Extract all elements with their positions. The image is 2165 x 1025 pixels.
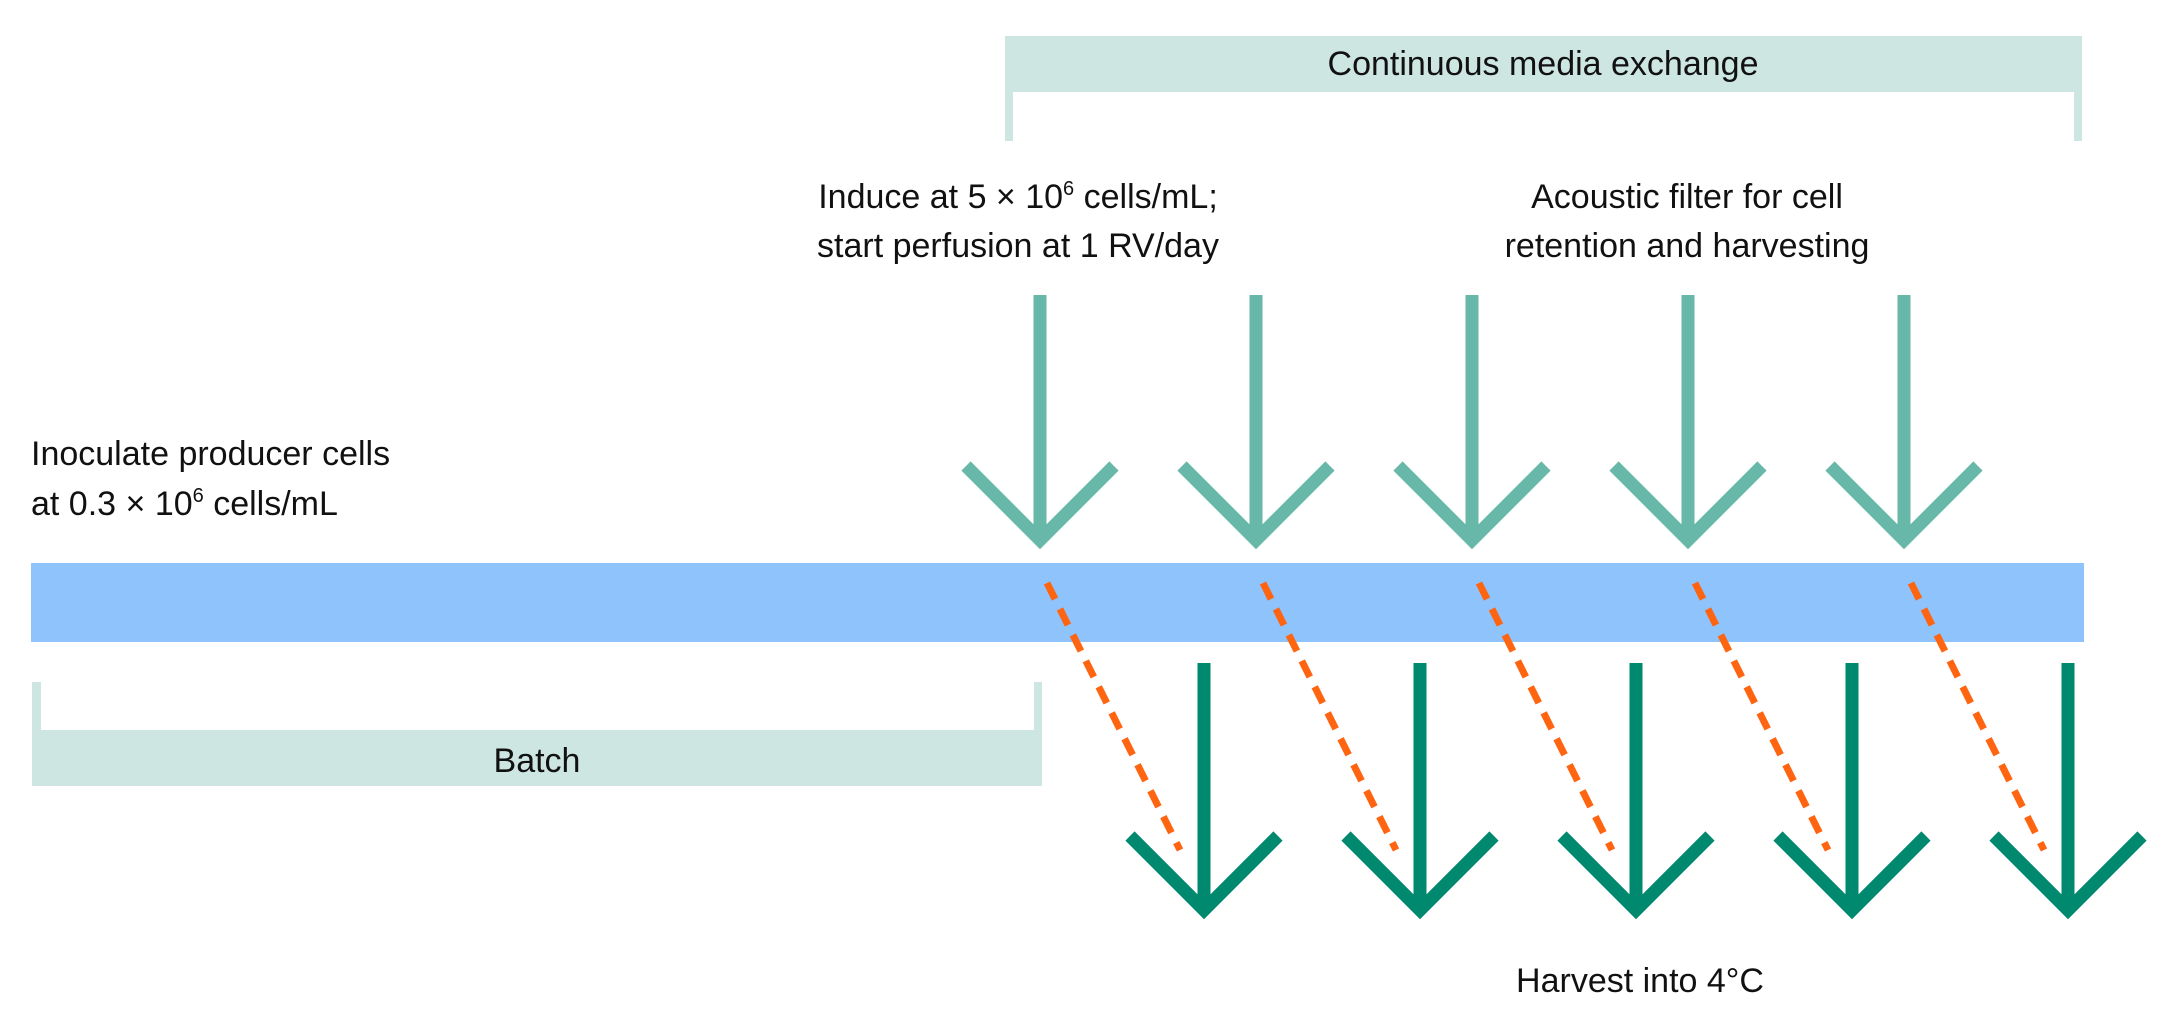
batch-bracket: Batch [32, 682, 1042, 786]
batch-bracket-shape [32, 682, 1042, 786]
input-arrow-down-icon [1177, 295, 1335, 550]
induce-label: Induce at 5 × 106 cells/mL; start perfus… [817, 178, 1219, 265]
dashed-harvest-connector [1475, 581, 1616, 852]
harvest-arrow-down-icon [1341, 663, 1499, 920]
inoculate-label-line2: at 0.3 × 106 cells/mL [31, 485, 338, 523]
arrow-head [1609, 461, 1767, 550]
continuous-bracket-shape [1005, 36, 2082, 141]
harvest-arrow-down-icon [1125, 663, 1283, 920]
dashed-harvest-connector [1259, 581, 1400, 852]
input-arrows-group [961, 295, 1983, 550]
arrow-head [961, 461, 1119, 550]
induce-label-line2: start perfusion at 1 RV/day [817, 227, 1219, 265]
input-arrow-down-icon [1825, 295, 1983, 550]
dashed-harvest-connector [1907, 581, 2048, 852]
input-arrow-down-icon [1609, 295, 1767, 550]
acoustic-filter-label: Acoustic filter for cell retention and h… [1505, 178, 1870, 265]
arrow-head [1989, 831, 2147, 920]
dashed-harvest-connector [1043, 581, 1184, 852]
arrow-head [1177, 461, 1335, 550]
harvest-arrow-down-icon [1557, 663, 1715, 920]
arrow-head [1393, 461, 1551, 550]
acoustic-label-line2: retention and harvesting [1505, 227, 1870, 265]
bioreactor-timeline-bar [31, 563, 2084, 642]
arrow-head [1125, 831, 1283, 920]
batch-bracket-label: Batch [494, 742, 581, 780]
dashed-harvest-connector [1691, 581, 1832, 852]
acoustic-label-line1: Acoustic filter for cell [1531, 178, 1843, 216]
continuous-media-exchange-bracket: Continuous media exchange [1005, 36, 2082, 141]
arrow-head [1825, 461, 1983, 550]
input-arrow-down-icon [961, 295, 1119, 550]
input-arrow-down-icon [1393, 295, 1551, 550]
continuous-bracket-label: Continuous media exchange [1328, 45, 1759, 83]
arrow-head [1773, 831, 1931, 920]
harvest-label: Harvest into 4°C [1516, 962, 1764, 1000]
harvest-arrow-down-icon [1989, 663, 2147, 920]
arrow-head [1557, 831, 1715, 920]
arrow-head [1341, 831, 1499, 920]
inoculate-label: Inoculate producer cells at 0.3 × 106 ce… [31, 435, 390, 523]
dashed-connectors-group [1043, 581, 2048, 852]
induce-label-line1: Induce at 5 × 106 cells/mL; [818, 178, 1218, 216]
harvest-arrow-down-icon [1773, 663, 1931, 920]
inoculate-label-line1: Inoculate producer cells [31, 435, 390, 473]
harvest-arrows-group [1125, 663, 2147, 920]
